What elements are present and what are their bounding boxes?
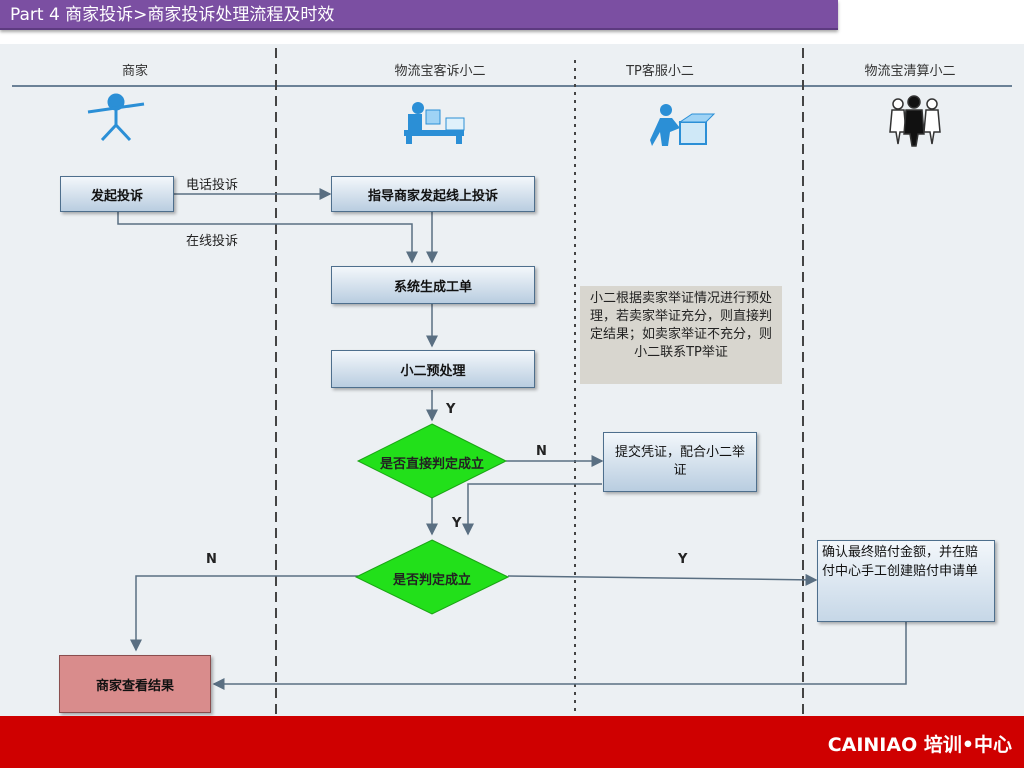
lane-header-settlement: 物流宝清算小二 <box>864 64 956 79</box>
decision-label-1: 是否直接判定成立 <box>379 457 484 472</box>
lane-header-merchant: 商家 <box>121 64 148 79</box>
edge-d2-result <box>130 575 358 652</box>
edge-label-n2: N <box>206 552 217 567</box>
node-merchant-result: 商家查看结果 <box>59 655 211 713</box>
decision-diamond-1 <box>356 423 508 499</box>
node-submit-evidence: 提交凭证，配合小二举证 <box>603 432 757 492</box>
footer-bar: CAINIAO 培训•中心 <box>0 716 1024 768</box>
decision-label-2: 是否判定成立 <box>392 573 471 588</box>
footer-brand: CAINIAO 培训•中心 <box>827 734 1012 756</box>
desk-worker-icon <box>404 102 465 144</box>
box-worker-icon <box>650 104 716 146</box>
pre-process-note: 小二根据卖家举证情况进行预处理，若卖家举证充分，则直接判定结果；如卖家举证不充分… <box>580 286 782 384</box>
team-people-icon <box>889 95 941 147</box>
node-guide-online: 指导商家发起线上投诉 <box>331 176 535 212</box>
node-start-complaint: 发起投诉 <box>60 176 174 212</box>
edge-label-y3: Y <box>678 552 688 567</box>
merchant-person-icon <box>87 93 145 142</box>
edge-d2-confirm <box>507 573 818 586</box>
edge-evidence-d2 <box>462 483 602 536</box>
edge-confirm-result <box>212 622 907 690</box>
edge-online <box>117 212 418 264</box>
node-confirm-compensation: 确认最终赔付金额，并在赔付中心手工创建赔付申请单 <box>817 540 995 622</box>
lane-header-tp-service: TP客服小二 <box>626 64 694 79</box>
edge-label-y1: Y <box>446 402 456 417</box>
edge-label-online: 在线投诉 <box>186 234 239 249</box>
edge-label-y2: Y <box>452 516 462 531</box>
lane-header-complaint-agent: 物流宝客诉小二 <box>394 64 486 79</box>
node-generate-ticket: 系统生成工单 <box>331 266 535 304</box>
node-pre-process: 小二预处理 <box>331 350 535 388</box>
slide-title: Part 4 商家投诉>商家投诉处理流程及时效 <box>0 0 838 30</box>
decision-diamond-2 <box>354 539 510 615</box>
edge-label-n1: N <box>536 444 547 459</box>
edge-label-phone: 电话投诉 <box>186 178 239 193</box>
